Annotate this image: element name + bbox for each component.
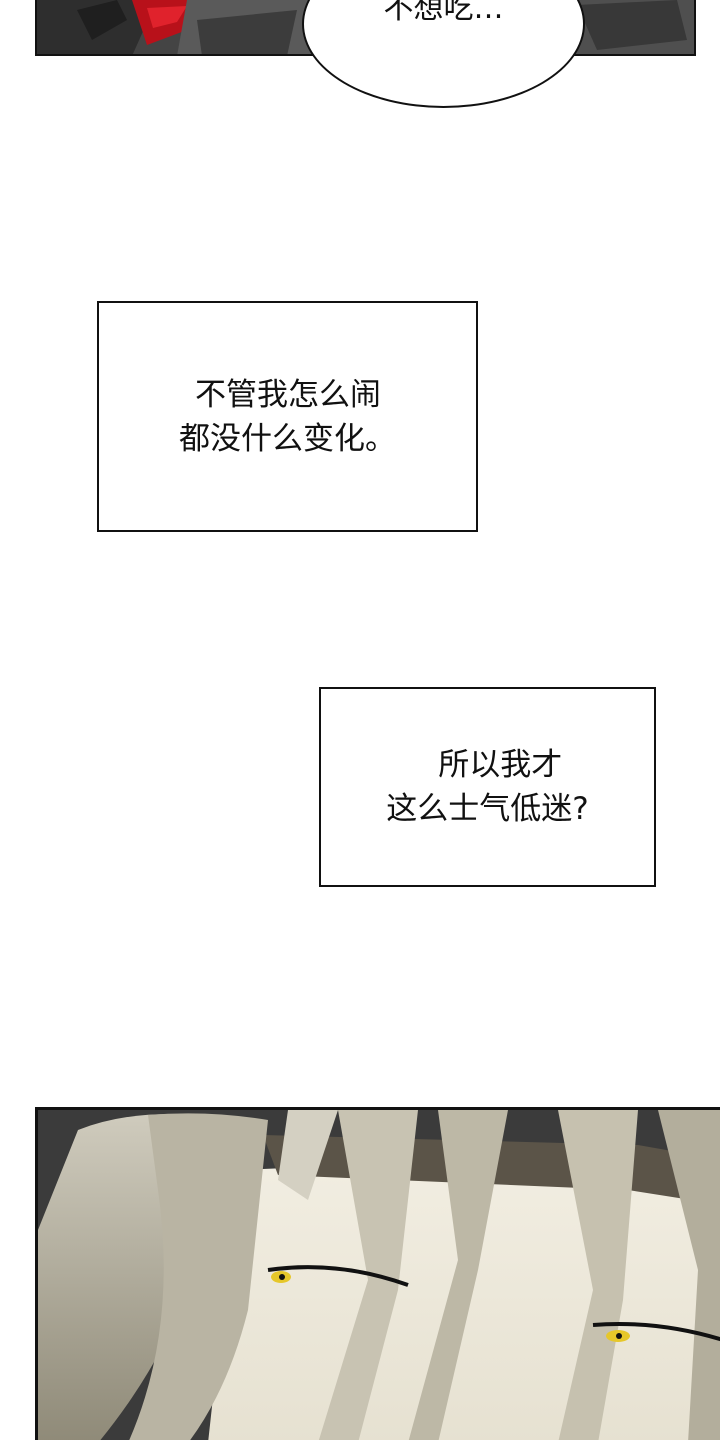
narration-box-2: 所以我才 这么士气低迷? (319, 687, 656, 887)
narration-1-line-1: 不管我怎么闹 (195, 376, 381, 413)
speech-bubble: 不想吃… (302, 0, 585, 108)
narration-1-line-2: 都没什么变化。 (179, 420, 396, 457)
narration-box-1: 不管我怎么闹 都没什么变化。 (97, 301, 478, 532)
bottom-comic-panel (35, 1107, 720, 1440)
speech-bubble-text: 不想吃… (383, 0, 504, 26)
narration-text-2: 所以我才 这么士气低迷? (386, 743, 588, 831)
narration-2-line-2: 这么士气低迷? (386, 791, 589, 827)
character-closeup-artwork (38, 1110, 720, 1440)
narration-2-line-1: 所以我才 (438, 747, 563, 783)
narration-text-1: 不管我怎么闹 都没什么变化。 (179, 373, 396, 461)
